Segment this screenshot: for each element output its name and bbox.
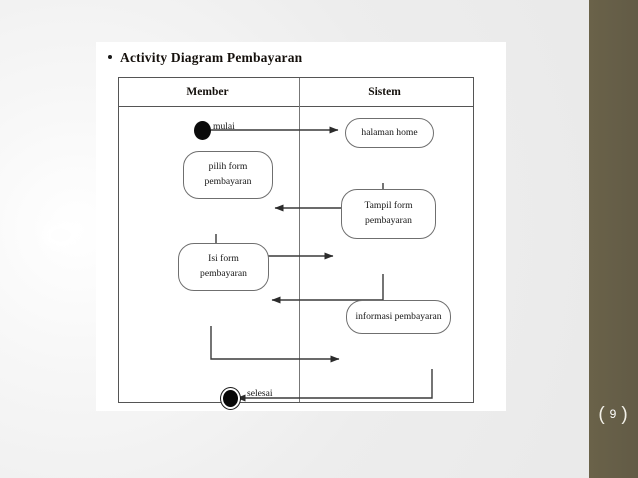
- edge-isi-form-to-informasi-pembayaran: [210, 326, 340, 363]
- action-node-tampil-form-line2: pembayaran: [365, 215, 412, 226]
- page-number-badge: ( 9 ): [594, 400, 632, 428]
- page-title: Activity Diagram Pembayaran: [120, 50, 303, 65]
- bracket-left-icon: (: [598, 403, 605, 425]
- action-node-pilih-form-line2: pembayaran: [204, 176, 252, 187]
- initial-node-mulai[interactable]: [194, 121, 211, 140]
- slide-accent-bar-fill: [589, 0, 638, 478]
- swimlane-header-member: Member: [186, 86, 229, 98]
- edge-tampil-form-to-isi-form: [271, 274, 384, 304]
- swimlane-header-sistem: Sistem: [368, 86, 401, 98]
- final-node-core: [223, 390, 238, 407]
- slide-content-image: Activity Diagram Pembayaran Member Siste…: [96, 42, 506, 411]
- slide-watermark: [44, 222, 78, 248]
- action-node-informasi-pembayaran-label: informasi pembayaran: [355, 310, 442, 322]
- edge-informasi-pembayaran-to-selesai: [236, 369, 433, 402]
- action-node-pilih-form-line1: pilih form: [208, 161, 248, 173]
- edge-label-selesai: selesai: [247, 388, 273, 399]
- action-node-tampil-form-pembayaran[interactable]: Tampil form pembayaran: [341, 189, 436, 239]
- page-number: 9: [609, 407, 617, 421]
- edge-label-mulai: mulai: [213, 121, 235, 132]
- slide-accent-bar: [589, 0, 638, 478]
- swimlane-divider: [299, 78, 301, 402]
- action-node-halaman-home-label: halaman home: [361, 126, 418, 138]
- action-node-isi-form-pembayaran[interactable]: Isi form pembayaran: [178, 243, 269, 291]
- action-node-pilih-form-pembayaran[interactable]: pilih form pembayaran: [183, 151, 273, 199]
- activity-diagram: Member Sistem: [118, 77, 474, 410]
- final-node-selesai[interactable]: [220, 387, 241, 410]
- action-node-informasi-pembayaran[interactable]: informasi pembayaran: [346, 300, 451, 334]
- bullet-dot-icon: [108, 55, 112, 59]
- action-node-tampil-form-line1: Tampil form: [364, 200, 413, 212]
- bracket-right-icon: ): [621, 403, 628, 425]
- action-node-halaman-home[interactable]: halaman home: [345, 118, 434, 148]
- bullet-heading: Activity Diagram Pembayaran: [108, 50, 302, 66]
- action-node-isi-form-line1: Isi form: [208, 253, 239, 265]
- action-node-isi-form-line2: pembayaran: [200, 268, 247, 279]
- swimlane-header-row: Member Sistem: [119, 78, 473, 107]
